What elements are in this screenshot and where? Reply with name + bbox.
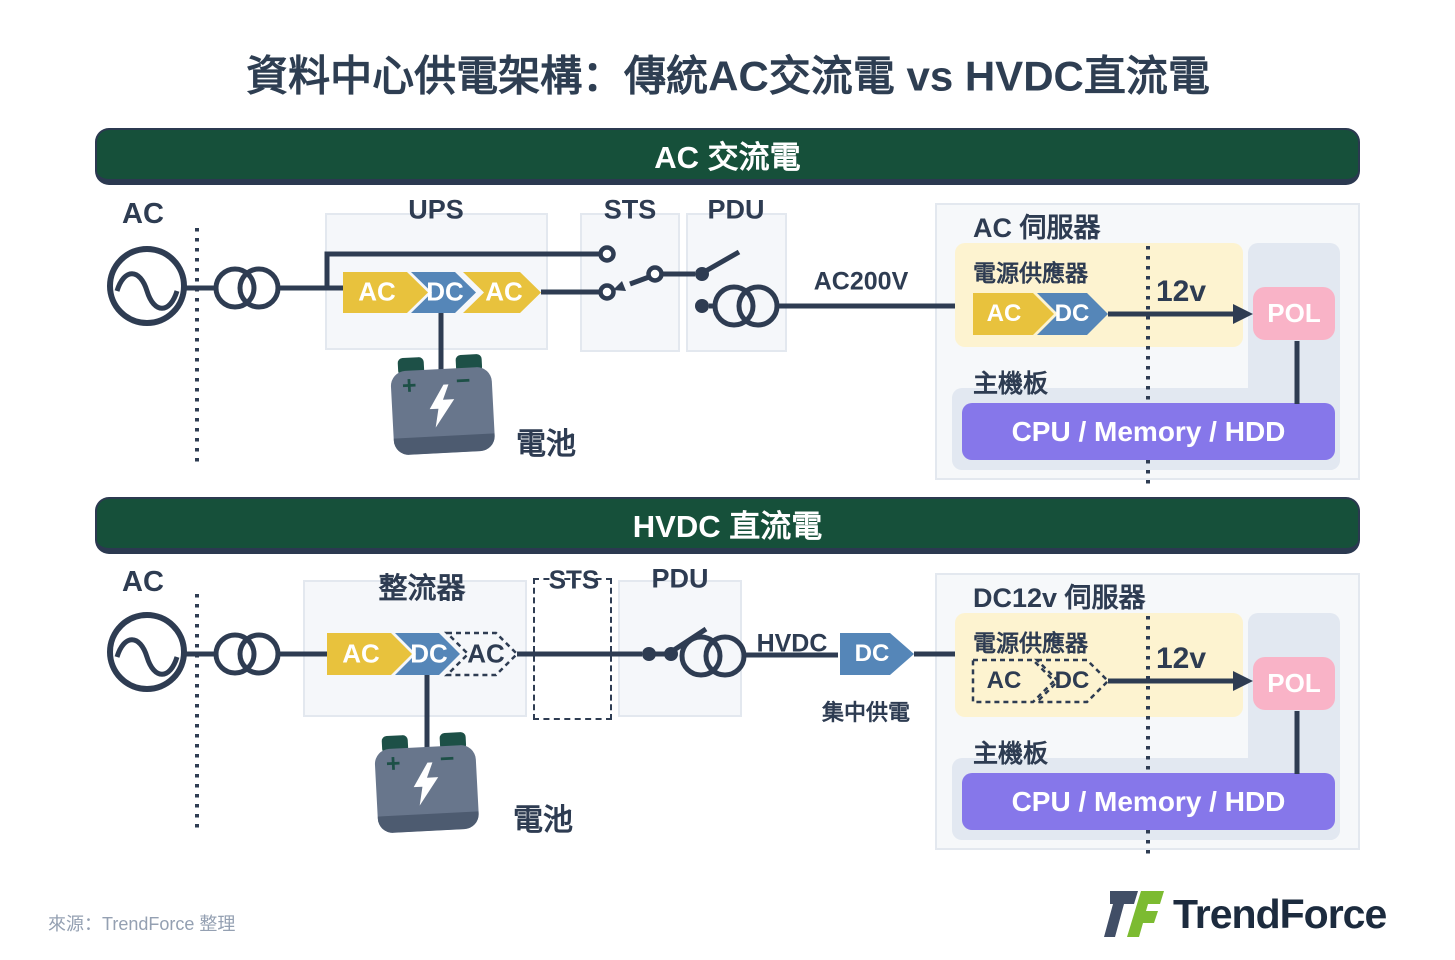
dc-bus-note: 集中供電 (821, 700, 911, 725)
ac-pdu-label: PDU (707, 194, 765, 225)
battery-plus-sign: + (385, 749, 402, 779)
ac-motherboard-label: 主機板 (973, 370, 1049, 398)
hvdc-line-label: HVDC (756, 629, 828, 658)
ac-source-label: AC (122, 198, 164, 230)
rectifier-label: 整流器 (378, 573, 466, 605)
hvdc-pol-unit: POL (1253, 657, 1335, 710)
hvdc-battery-icon: + − (374, 731, 480, 834)
hvdc-sts-box (533, 578, 612, 720)
hvdc-battery-label: 電池 (513, 804, 573, 837)
ac-psu-chevron-dc-label: DC (1054, 300, 1090, 327)
rectifier-chevron-dc-label: DC (410, 638, 448, 669)
hvdc-components-label: CPU / Memory / HDD (1011, 785, 1286, 817)
hvdc-section-banner: HVDC 直流電 (95, 497, 1360, 554)
dc-bus-label: DC (854, 640, 890, 667)
ac-pol-unit: POL (1253, 287, 1335, 340)
hvdc-psu-chevron-ac-label: AC (986, 667, 1022, 694)
ac-sts-label: STS (603, 194, 657, 225)
ac-pdu-box (686, 213, 787, 352)
page-title: 資料中心供電架構：傳統AC交流電 vs HVDC直流電 (246, 52, 1210, 100)
hvdc-psu-label: 電源供應器 (973, 630, 1088, 656)
hvdc-pdu-box (618, 580, 742, 717)
hvdc-sts-label: STS (548, 564, 600, 595)
hvdc-12v-label: 12v (1155, 642, 1207, 675)
ac-psu-chevron-ac-label: AC (986, 300, 1022, 327)
lightning-bolt-icon (429, 384, 455, 428)
rectifier-chevron-removed-ac-label: AC (467, 638, 505, 669)
ups-chevron-ac-out-label: AC (485, 276, 523, 307)
ac-psu-label: 電源供應器 (973, 260, 1088, 286)
ac-banner-label: AC 交流電 (654, 140, 801, 175)
ac-battery-icon: + − (390, 353, 496, 456)
hvdc-banner-label: HVDC 直流電 (632, 509, 823, 544)
rectifier-chevron-ac-label: AC (342, 638, 380, 669)
hvdc-source-icon (107, 612, 187, 692)
ac-battery-label: 電池 (516, 428, 576, 461)
trendforce-logo-icon (1104, 891, 1164, 937)
brand-name: TrendForce (1173, 890, 1387, 937)
hvdc-pdu-label: PDU (651, 563, 709, 594)
ac-source-icon (107, 246, 187, 326)
hvdc-transformer-icon (213, 632, 281, 676)
lightning-bolt-icon (413, 762, 439, 806)
ac-section-banner: AC 交流電 (95, 128, 1360, 185)
ac-components-label: CPU / Memory / HDD (1011, 415, 1286, 447)
hvdc-source-label: AC (122, 566, 164, 598)
ac-transformer-icon (213, 266, 281, 310)
ac-server-title: AC 伺服器 (973, 213, 1101, 243)
hvdc-components-bar: CPU / Memory / HDD (962, 773, 1335, 830)
battery-minus-sign: − (439, 744, 456, 774)
ups-chevron-ac-in-label: AC (358, 276, 396, 307)
hvdc-pol-label: POL (1267, 668, 1321, 698)
battery-minus-sign: − (455, 366, 472, 396)
ups-chevron-dc-label: DC (426, 276, 464, 307)
trendforce-logo: TrendForce (1104, 885, 1387, 943)
hvdc-psu-chevron-dc-label: DC (1054, 667, 1090, 694)
ac-components-bar: CPU / Memory / HDD (962, 403, 1335, 460)
ac-12v-label: 12v (1155, 275, 1207, 308)
hvdc-motherboard-label: 主機板 (973, 740, 1049, 768)
battery-plus-sign: + (401, 371, 418, 401)
source-note: 來源：TrendForce 整理 (48, 914, 236, 934)
ac-sts-box (580, 213, 680, 352)
ac200v-label: AC200V (813, 267, 909, 296)
ac-pol-label: POL (1267, 298, 1321, 328)
ups-label: UPS (408, 194, 464, 225)
hvdc-server-title: DC12v 伺服器 (973, 583, 1146, 613)
